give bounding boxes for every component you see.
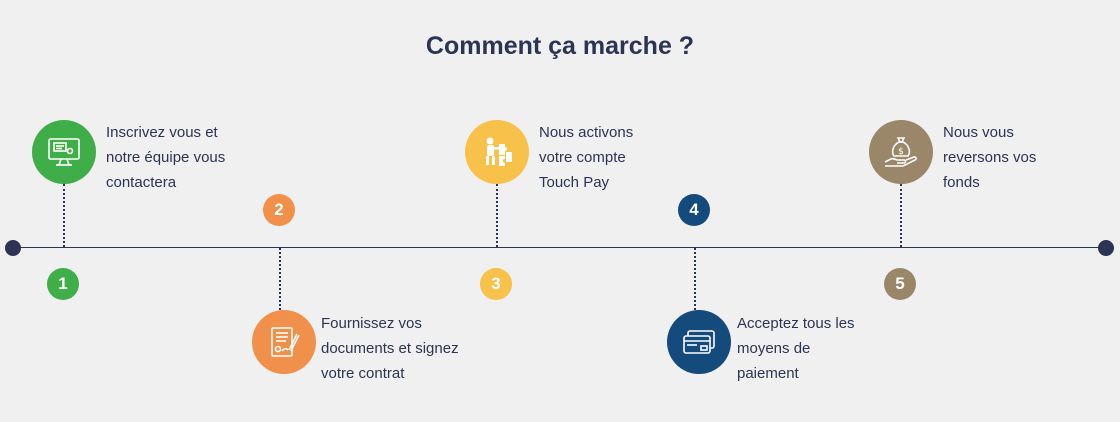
step-1-number: 1 [47, 268, 79, 300]
step-4-text-line: moyens de [737, 340, 811, 357]
credit-cards-icon [683, 330, 715, 354]
puzzle-person-icon [486, 137, 512, 166]
step-4-connector [694, 248, 696, 310]
step-5-text-line: fonds [943, 174, 980, 191]
step-1-connector [63, 184, 65, 247]
step-4-text-line: paiement [737, 365, 799, 382]
step-4-number: 4 [678, 194, 710, 226]
step-4-icon-circle [667, 310, 731, 374]
step-3-text-line: Nous activons [539, 124, 634, 141]
step-1-icon-circle [32, 120, 96, 184]
step-3-number: 3 [480, 268, 512, 300]
step-2-icon-circle [252, 310, 316, 374]
step-3-connector [496, 184, 498, 247]
money-bag-hand-icon: $ [884, 137, 917, 167]
page-title: Comment ça marche ? [425, 32, 695, 60]
step-1-text-line: contactera [106, 174, 177, 191]
step-1-text: Inscrivez vous et notre équipe vous cont… [106, 120, 266, 195]
step-5-icon-circle: $ [869, 120, 933, 184]
timeline-end-dot [1098, 240, 1114, 256]
step-2-text-line: Fournissez vos [321, 315, 422, 332]
step-2-text-line: votre contrat [321, 365, 405, 382]
step-1-text-line: Inscrivez vous et [106, 124, 218, 141]
step-3-icon-circle [465, 120, 529, 184]
timeline-start-dot [5, 240, 21, 256]
computer-screen-icon [48, 138, 80, 166]
step-5-text: Nous vous reversons vos fonds [943, 120, 1103, 195]
svg-text:$: $ [898, 147, 904, 157]
step-2-text: Fournissez vos documents et signez votre… [321, 311, 481, 386]
step-2-connector [279, 248, 281, 310]
step-4-text: Acceptez tous les moyens de paiement [737, 311, 897, 386]
step-2-number: 2 [263, 194, 295, 226]
contract-signature-icon [271, 327, 300, 357]
step-3-text-line: Touch Pay [539, 174, 610, 191]
timeline-line [12, 247, 1106, 248]
step-2-text-line: documents et signez [321, 340, 459, 357]
step-5-text-line: Nous vous [943, 124, 1014, 141]
step-5-text-line: reversons vos [943, 149, 1037, 166]
step-4-text-line: Acceptez tous les [737, 315, 855, 332]
step-5-connector [900, 184, 902, 247]
step-5-number: 5 [884, 268, 916, 300]
step-3-text-line: votre compte [539, 149, 626, 166]
step-1-text-line: notre équipe vous [106, 149, 226, 166]
step-3-text: Nous activons votre compte Touch Pay [539, 120, 699, 195]
